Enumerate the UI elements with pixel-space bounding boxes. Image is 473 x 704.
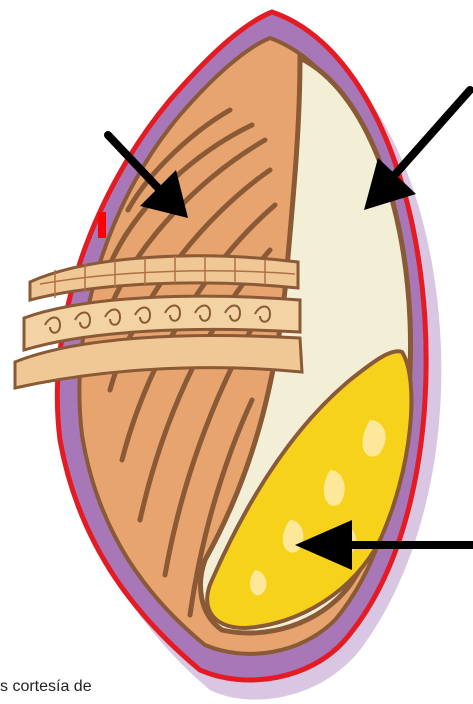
bran-layers	[15, 256, 302, 388]
red-mark	[98, 212, 106, 238]
image-caption: s cortesía de	[0, 678, 92, 696]
